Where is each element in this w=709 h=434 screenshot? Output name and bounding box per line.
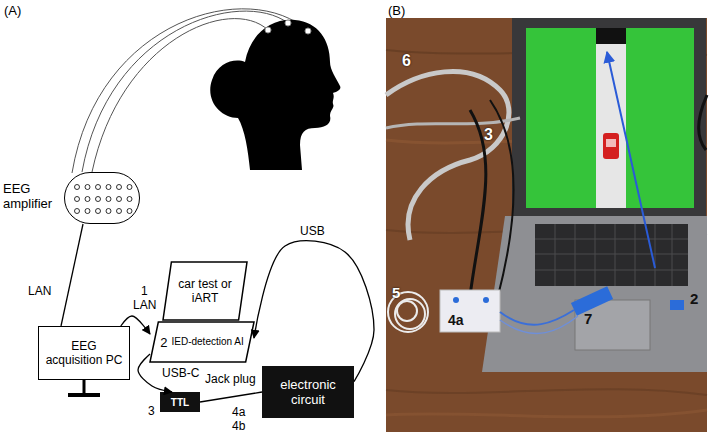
head-group: [72, 9, 340, 173]
node-text: IED-detection AI: [171, 336, 243, 348]
callout-number: 4a: [232, 405, 245, 419]
key-grid: [535, 224, 688, 286]
laptop-screen: car test or iART: [163, 262, 247, 320]
edge-label: USB: [300, 224, 325, 238]
edge-label: USB-C: [162, 366, 199, 380]
laptop-outline: [150, 322, 254, 362]
edge-label: LAN: [28, 284, 51, 298]
ttl-adapter: TTL3: [160, 392, 200, 412]
socket-dot: [96, 209, 101, 214]
connector: [254, 241, 374, 382]
node-text: 3: [148, 404, 155, 418]
node-title: TTL: [171, 397, 189, 408]
circuit-box: electronic circuit: [262, 366, 354, 418]
socket-dot: [106, 197, 111, 202]
cable-coil: [395, 299, 425, 329]
cable: [386, 71, 509, 240]
device-port: [483, 297, 489, 303]
socket-dot: [85, 197, 90, 202]
amplifier-sockets: [65, 173, 139, 223]
socket-dot: [75, 185, 80, 190]
socket-dot: [96, 197, 101, 202]
pc-box: EEG acquisition PC: [38, 326, 130, 380]
callout-number: 3: [484, 126, 493, 144]
cable: [500, 316, 578, 333]
connector-group: [61, 224, 374, 402]
cable: [490, 100, 514, 296]
socket-dot: [106, 209, 111, 214]
node-title: 2: [160, 335, 167, 350]
socket-dot: [127, 209, 132, 214]
amplifier-box: EEG amplifier: [64, 172, 140, 224]
laptop-base: 2 IED-detection AI: [150, 322, 254, 362]
electrode: [265, 27, 271, 33]
car-icon: [603, 133, 619, 159]
socket-dot: [117, 197, 122, 202]
edge-label: Jack plug: [205, 372, 256, 386]
socket-dot: [117, 185, 122, 190]
socket-dot: [75, 197, 80, 202]
socket-dot: [85, 209, 90, 214]
socket-dot: [75, 209, 80, 214]
electrode: [285, 20, 291, 26]
cable: [470, 110, 486, 296]
keyboard: [535, 224, 688, 286]
callout-number: 4b: [232, 419, 245, 433]
node-title: car test or iART: [163, 277, 247, 305]
sticker: [670, 300, 684, 310]
socket-dot: [117, 209, 122, 214]
photo: [386, 18, 707, 432]
callout-number: 5: [392, 284, 400, 301]
connector: [121, 316, 150, 334]
callout-number: 7: [584, 310, 592, 327]
table-surface: [386, 18, 707, 432]
cable: [699, 95, 707, 150]
node-title: EEG acquisition PC: [39, 339, 129, 367]
head-silhouette: [210, 20, 340, 170]
laptop-lid: [512, 18, 706, 216]
cable-coil: [397, 301, 417, 321]
connector: [61, 224, 83, 326]
screen-green: [526, 28, 596, 208]
car-window: [606, 139, 616, 147]
socket-dot: [127, 197, 132, 202]
callout-number: 2: [690, 290, 698, 307]
device-port: [453, 297, 459, 303]
node-title: electronic circuit: [262, 377, 354, 407]
laptop-outline: [163, 262, 247, 320]
monitor-stand: [83, 380, 86, 394]
laptop-base: [482, 216, 707, 372]
circuit-device: [440, 290, 500, 332]
socket-dot: [96, 185, 101, 190]
wood-grain: [386, 410, 707, 417]
panel-letter: (A): [4, 3, 21, 18]
callout-number: 6: [402, 52, 411, 70]
node-title: EEG amplifier: [3, 181, 61, 211]
electrode: [305, 28, 311, 34]
pointer-arrow: [607, 52, 655, 268]
socket-dot: [106, 185, 111, 190]
edge-label: LAN: [133, 298, 156, 312]
monitor-foot: [68, 393, 100, 397]
panel-letter: (B): [388, 3, 405, 18]
callout-number: 1: [141, 284, 148, 298]
cable: [500, 310, 574, 325]
callout-number: 4a: [448, 312, 464, 328]
socket-dot: [85, 185, 90, 190]
socket-dot: [127, 185, 132, 190]
connector: [200, 392, 262, 402]
wood-grain: [386, 389, 707, 395]
screen-bar: [596, 28, 626, 44]
